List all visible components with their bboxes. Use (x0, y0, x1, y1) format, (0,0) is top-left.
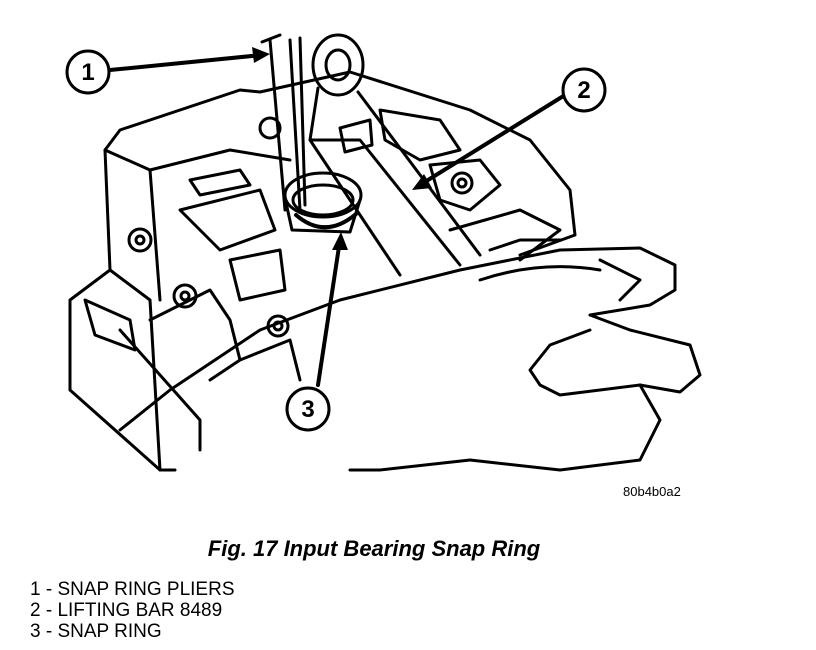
callout-2-label: 2 (577, 77, 590, 104)
snap-ring (294, 212, 358, 230)
transmission-case (68, 70, 577, 472)
callout-3 (285, 386, 331, 432)
lifting-bar (308, 33, 482, 277)
leader-line-2 (418, 93, 567, 187)
callout-3-label: 3 (301, 396, 314, 423)
hand (118, 238, 702, 472)
leader-arrow-1 (252, 47, 270, 63)
callout-2 (561, 67, 607, 113)
legend-list: 1 - SNAP RING PLIERS 2 - LIFTING BAR 848… (30, 579, 235, 642)
image-reference-code: 80b4b0a2 (623, 484, 681, 499)
leader-line-1 (108, 53, 264, 72)
leader-line-3 (316, 238, 342, 387)
input-bearing (283, 171, 363, 234)
input-bearing-illustration: 1 2 3 (65, 33, 702, 472)
legend-item-2: 2 - LIFTING BAR 8489 (30, 600, 223, 621)
callout-1-label: 1 (81, 59, 94, 86)
legend-item-3: 3 - SNAP RING (30, 621, 162, 642)
leader-arrow-3 (332, 232, 348, 250)
legend-item-1: 1 - SNAP RING PLIERS (30, 579, 235, 600)
snap-ring-pliers (260, 33, 307, 212)
leader-lines (108, 53, 567, 387)
figure-caption: Fig. 17 Input Bearing Snap Ring (207, 536, 541, 561)
leader-arrow-2 (412, 174, 432, 190)
callout-1 (65, 49, 111, 95)
